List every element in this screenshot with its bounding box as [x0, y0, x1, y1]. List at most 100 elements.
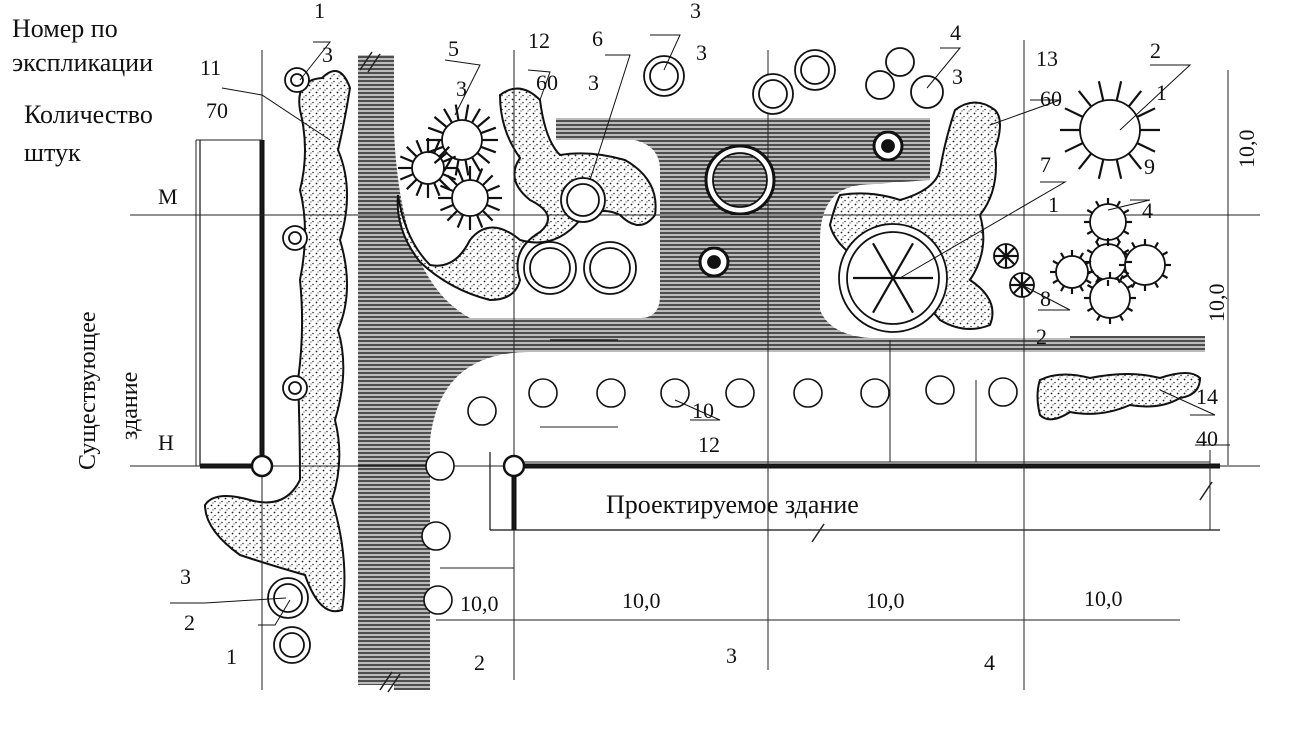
round-feature-1: [698, 246, 730, 278]
leaders: [170, 34, 1230, 626]
callout-60-top: 60: [536, 70, 558, 95]
shrub-10-7: [660, 378, 690, 408]
shrub-10-12: [988, 377, 1018, 407]
tree-top-1: [643, 55, 685, 97]
callout-3-six: 3: [588, 70, 599, 95]
tree-9d: [1055, 255, 1089, 289]
spacing-label-v2: 10,0: [1204, 283, 1229, 323]
callout-2-bottom: 2: [184, 610, 195, 635]
callout-13: 13: [1036, 46, 1058, 71]
existing-building-label: Существующее: [75, 311, 101, 470]
axis-2-label: 2: [474, 650, 485, 675]
shrub-10-1: [467, 396, 497, 426]
existing-building-label-2: здание: [117, 371, 143, 440]
callout-10: 10: [692, 398, 714, 423]
axis-4-label: 4: [984, 650, 995, 675]
shrub-10-9: [793, 378, 823, 408]
callout-40: 40: [1196, 426, 1218, 451]
axis-m-label: М: [158, 184, 178, 209]
callout-11: 11: [200, 55, 222, 80]
tree-group4-1: [865, 70, 895, 100]
callout-1-sun: 1: [1156, 80, 1167, 105]
legend-quantity: Количество: [24, 100, 153, 129]
break-mark-1: [359, 51, 381, 73]
lawns: [203, 69, 1202, 613]
shrub-10-4: [423, 585, 453, 615]
spacing-label-1: 10,0: [460, 591, 499, 616]
break-mark-2: [379, 671, 401, 693]
tree-9e: [1089, 277, 1131, 319]
axis-3-label: 3: [726, 643, 737, 668]
shrub-10-8: [725, 378, 755, 408]
shrub-10-3: [421, 521, 451, 551]
paving: [358, 55, 1205, 690]
conifer-5b-spikes: [426, 104, 498, 176]
callout-60-13: 60: [1040, 86, 1062, 111]
callout-3-tree: 3: [690, 0, 701, 23]
tree-9d-ticks: [1050, 250, 1094, 294]
tree-left-1: [284, 67, 310, 93]
tree-9a-ticks: [1084, 198, 1132, 246]
tree-9b: [1089, 243, 1127, 281]
tree-6c: [583, 241, 637, 295]
tree-top-3: [794, 49, 836, 91]
shrub-10-10: [860, 378, 890, 408]
tree-6b: [523, 241, 577, 295]
conifer-5c: [451, 179, 489, 217]
tree-left-2: [282, 225, 308, 251]
callout-1-top: 1: [314, 0, 325, 23]
callout-2-eight: 2: [1036, 324, 1047, 349]
callout-70: 70: [206, 98, 228, 123]
axis-h-label: Н: [158, 430, 174, 455]
callout-1-seven: 1: [1048, 192, 1059, 217]
vertical-path: [358, 55, 394, 685]
break-mark-3: [1199, 481, 1213, 501]
callout-4-top: 4: [950, 20, 961, 45]
plaza-body: [394, 118, 1205, 342]
top-strip: [556, 118, 930, 140]
spacing-label-2: 10,0: [622, 588, 661, 613]
conifer-2-spikes: [1060, 81, 1160, 179]
callout-3-shrub: 3: [456, 76, 467, 101]
axes: [130, 40, 1260, 693]
axis-1-label: 1: [226, 644, 237, 669]
callout-3-four: 3: [952, 64, 963, 89]
designed-building-label: Проектируемое здание: [606, 490, 859, 519]
callout-3-tree-qty: 3: [696, 40, 707, 65]
conifer-5b: [441, 119, 483, 161]
shrub-row: [421, 375, 1018, 615]
callout-12-top: 12: [528, 28, 550, 53]
callout-8: 8: [1040, 286, 1051, 311]
column-marker-1: [250, 454, 274, 478]
spacing-label-v1: 10,0: [1234, 129, 1259, 169]
conifer-5c-spikes: [438, 166, 502, 230]
callout-7: 7: [1040, 152, 1051, 177]
conifer-2: [1079, 99, 1141, 161]
callout-6: 6: [592, 26, 603, 51]
right-lawn-strip: [1036, 372, 1202, 421]
center-left-lawn: [396, 87, 657, 302]
spacing-label-4: 10,0: [1084, 586, 1123, 611]
break-mark-4: [811, 523, 825, 543]
shrub-10-2: [425, 451, 455, 481]
shrub-10-11: [925, 375, 955, 405]
round-feature-2: [872, 130, 904, 162]
tree-9a: [1089, 203, 1127, 241]
shrub-10-6: [596, 378, 626, 408]
callout-14: 14: [1196, 384, 1218, 409]
shrub-10-5: [528, 378, 558, 408]
tree-top-2: [752, 73, 794, 115]
tree-9e-ticks: [1084, 272, 1136, 324]
right-strip: [1070, 336, 1205, 348]
tree-group4-2: [885, 47, 915, 77]
existing-building-wall: [200, 140, 265, 469]
callout-3-bottom: 3: [180, 564, 191, 589]
callout-2-top: 2: [1150, 38, 1161, 63]
shrub-8a-spokes: [994, 244, 1018, 268]
conifer-5a: [411, 151, 445, 185]
spacing-label-3: 10,0: [866, 588, 905, 613]
tree-9b-ticks: [1084, 238, 1132, 286]
left-lawn: [203, 69, 352, 613]
